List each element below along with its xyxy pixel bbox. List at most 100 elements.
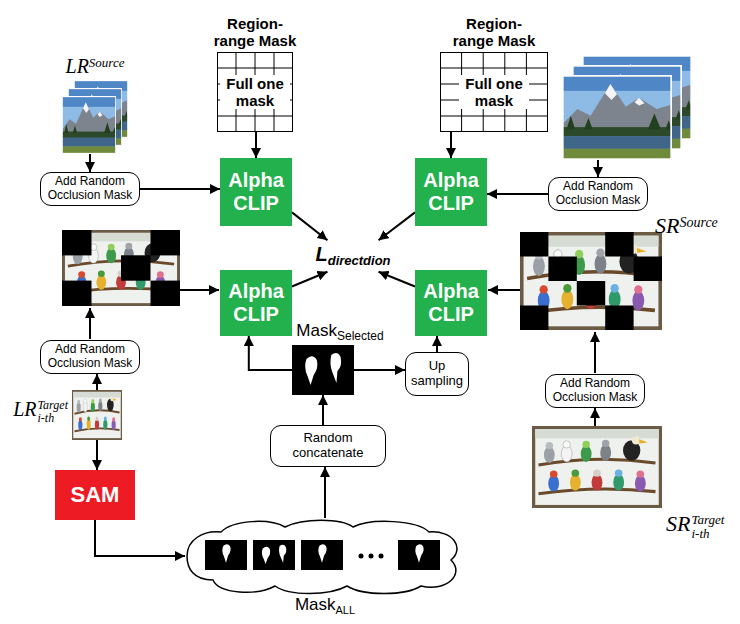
process-box: Add Random Occlusion Mask <box>40 340 140 374</box>
bird-photo <box>72 390 122 440</box>
mask-thumbnail <box>253 540 295 570</box>
script-text: Target <box>691 513 724 527</box>
arrow-connector <box>597 160 599 177</box>
connectors <box>90 132 598 556</box>
mask-thumbnail <box>205 540 247 570</box>
mask-set <box>205 540 440 570</box>
sam-block: SAM <box>55 470 135 520</box>
box-label: Random concatenate <box>274 431 382 461</box>
grid-heading: Region-range Mask <box>214 15 297 49</box>
loss-symbol: Ldirectdion <box>310 240 395 271</box>
arrow-connector <box>292 212 327 240</box>
bird-photo <box>520 232 662 330</box>
arrow-connector <box>594 408 596 426</box>
occlusion-patch <box>520 306 548 331</box>
script-stack: Targeti-th <box>691 513 724 542</box>
arrow-connector <box>322 395 324 425</box>
arrow-connector <box>140 188 220 190</box>
occlusion-patch <box>577 281 605 306</box>
box-label: Add Random Occlusion Mask <box>44 175 136 203</box>
grid-line <box>217 68 293 69</box>
box-label: Alpha CLIP <box>224 169 288 215</box>
cloud-outline <box>185 518 465 594</box>
landscape-photo <box>562 75 672 160</box>
occlusion-patch <box>121 255 151 280</box>
region-grid-lines <box>217 52 548 132</box>
arrow-connector <box>89 154 91 172</box>
subscript: Selected <box>337 329 384 343</box>
process-box: Up sampling <box>405 352 469 396</box>
ellipsis-dot <box>359 554 364 559</box>
sr-source-photos <box>562 55 692 160</box>
grid-line <box>217 116 293 117</box>
ellipsis-dot <box>379 554 384 559</box>
process-box: Add Random Occlusion Mask <box>548 177 648 211</box>
selected-mask-image <box>292 345 354 395</box>
box-label: Alpha CLIP <box>419 280 483 326</box>
symbol-main: Mask <box>295 595 336 614</box>
image-node: SRSource <box>562 55 692 160</box>
flow-arrow <box>594 332 596 373</box>
superscript: Source <box>679 215 717 230</box>
subscript: directdion <box>328 253 391 268</box>
superscript: Source <box>89 55 125 70</box>
bird-photo <box>62 230 180 306</box>
arrow-connector <box>292 272 327 287</box>
image-node: LRSource <box>62 80 128 154</box>
grid-heading-wrap: Region-range Mask <box>449 15 539 50</box>
box-label: Add Random Occlusion Mask <box>549 377 641 405</box>
box-label: Up sampling <box>409 359 465 389</box>
alpha-clip-block: Alpha CLIP <box>415 270 487 336</box>
sr-occluded-image <box>520 232 662 330</box>
flow-arrow <box>180 289 219 291</box>
script-text: Target <box>38 399 68 412</box>
region-range-mask-grid: Region-range MaskFull one mask <box>440 52 548 132</box>
mask-cloud: MaskALL <box>185 518 465 594</box>
box-label: Add Random Occlusion Mask <box>44 343 136 371</box>
mask-thumbnail <box>398 540 440 570</box>
image-label: MaskSelected <box>296 322 383 343</box>
grid-label: Full one mask <box>459 75 529 110</box>
symbol-main: LR <box>66 55 89 77</box>
arrow-connector <box>96 440 98 470</box>
box-label: Alpha CLIP <box>419 169 483 215</box>
image-label: MaskALL <box>295 596 355 616</box>
script-stack: Targeti-th <box>38 399 68 425</box>
image-node: LRTargeti-th <box>72 390 122 440</box>
grid-label: Full one mask <box>220 75 290 110</box>
grid-line <box>440 116 548 117</box>
grid-heading-wrap: Region-range Mask <box>210 15 300 50</box>
landscape-photo <box>62 96 116 154</box>
arrow-connector <box>255 132 257 158</box>
grid-heading: Region-range Mask <box>453 15 536 49</box>
occlusion-patch <box>151 230 181 255</box>
process-box: Add Random Occlusion Mask <box>40 172 140 206</box>
arrow-connector <box>450 132 452 158</box>
occlusion-patch <box>605 232 633 257</box>
symbol-main: LR <box>13 398 36 420</box>
image-node: SRTargeti-th <box>532 426 662 508</box>
arrow-connector <box>96 374 98 390</box>
image-arrows <box>90 290 595 373</box>
arrow-connector <box>436 336 438 352</box>
cloud-shape <box>187 520 457 593</box>
flow-arrow <box>89 308 91 339</box>
symbol-main: L <box>315 243 327 265</box>
box-label: SAM <box>71 482 120 507</box>
flow-arrow <box>488 289 520 291</box>
alpha-clip-block: Alpha CLIP <box>220 158 292 226</box>
lr-source-photos <box>62 80 128 154</box>
script-text: i-th <box>38 412 68 425</box>
script-text: i-th <box>691 527 724 541</box>
lr-occluded-image <box>62 230 180 306</box>
occlusion-patch <box>520 232 548 257</box>
occlusion-patch <box>62 281 92 306</box>
occlusion-patch <box>634 257 662 282</box>
image-label: LRTargeti-th <box>13 398 68 426</box>
bird-photo <box>532 426 662 508</box>
alpha-clip-block: Alpha CLIP <box>415 158 487 226</box>
arrow-connector <box>379 212 415 240</box>
